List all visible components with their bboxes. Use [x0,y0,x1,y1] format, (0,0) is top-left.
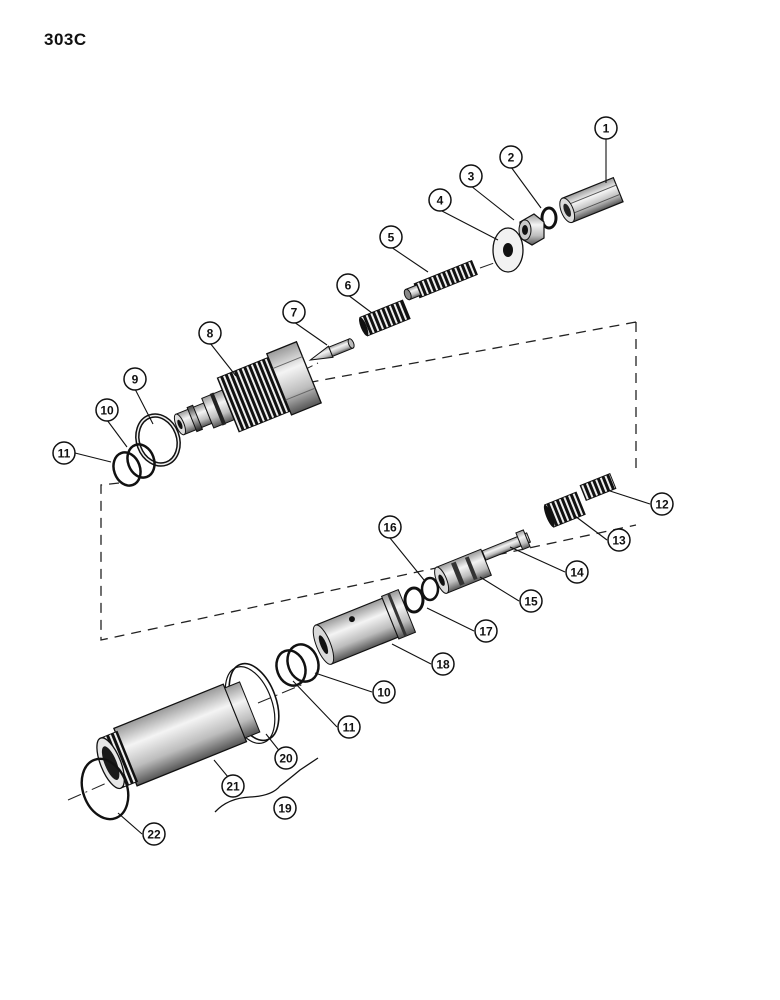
callout-circle [607,528,631,552]
part-backup-ring-bottom [275,649,307,687]
callout-circle [336,273,360,297]
callout-21-housing-seal: 21 [226,780,240,794]
part-valve-body [173,340,323,436]
part-poppet-needle [308,338,355,361]
callout-1-hex-coupling: 1 [603,122,610,136]
callout-circle [431,652,455,676]
callout-circle [519,589,543,613]
callout-2-washer-small: 2 [508,151,515,165]
callout-10-o-ring: 10 [377,686,391,700]
callout-circle [378,515,402,539]
callout-circle [337,715,361,739]
callout-circle [282,300,306,324]
callout-11-backup-ring: 11 [58,447,71,461]
callout-11-backup-ring: 11 [343,721,356,735]
callout-16-backup-ring-small: 16 [383,521,397,535]
callout-circle [372,680,396,704]
callout-17-o-ring-small: 17 [479,625,493,639]
part-o-ring-small [403,586,425,614]
callout-19-cartridge-assembly: 19 [278,802,292,816]
part-pin [481,529,532,561]
axis-lines [67,257,509,801]
part-spring-small [579,472,617,502]
callout-circle [499,145,523,169]
callout-circle [95,398,119,422]
callout-circle [650,492,674,516]
assembly-bracket [214,757,319,813]
part-spring-6 [359,299,411,337]
callout-circle [52,441,76,465]
part-hex-coupling [559,176,624,224]
callout-circle [565,560,589,584]
callout-6-spring: 6 [345,279,352,293]
callout-12-spring-small: 12 [655,498,669,512]
callout-9-backup-ring-large: 9 [132,373,139,387]
callout-14-pin: 14 [570,566,584,580]
callout-7-poppet-needle: 7 [291,306,298,320]
leader-lines [74,139,651,835]
callout-circle [459,164,483,188]
part-retaining-ring [80,757,130,821]
callout-circle [274,746,298,770]
part-backup-ring-top [112,451,142,487]
callout-22-retaining-ring: 22 [147,828,161,842]
callout-4-flat-washer: 4 [437,194,444,208]
callout-circle [221,774,245,798]
callout-circle [474,619,498,643]
callout-5-adjusting-screw: 5 [388,231,395,245]
callout-circle [273,796,297,820]
part-adjusting-screw [403,259,478,301]
callout-18-sleeve: 18 [436,658,450,672]
part-washer-small [540,206,558,230]
part-o-ring-bottom [286,643,320,683]
callout-circle [379,225,403,249]
callout-10-o-ring: 10 [100,404,114,418]
callout-20-housing: 20 [279,752,293,766]
assembly-dashed-path [100,321,637,641]
callout-13-spring: 13 [612,534,626,548]
page-code: 303C [44,30,87,49]
part-sleeve [312,588,417,665]
part-backup-ring-small [420,576,440,602]
callout-15-spool: 15 [524,595,538,609]
part-hex-nut [518,213,545,246]
part-o-ring-top [126,443,156,479]
part-housing [96,681,261,790]
callout-circle [123,367,147,391]
callout-circle [428,188,452,212]
callout-3-hex-nut: 3 [468,170,475,184]
part-spool [434,548,493,594]
part-flat-washer [492,227,524,273]
callout-circle [198,321,222,345]
callout-circle [594,116,618,140]
callout-circle [142,822,166,846]
part-spring-13 [543,491,586,528]
callout-8-valve-body: 8 [207,327,214,341]
